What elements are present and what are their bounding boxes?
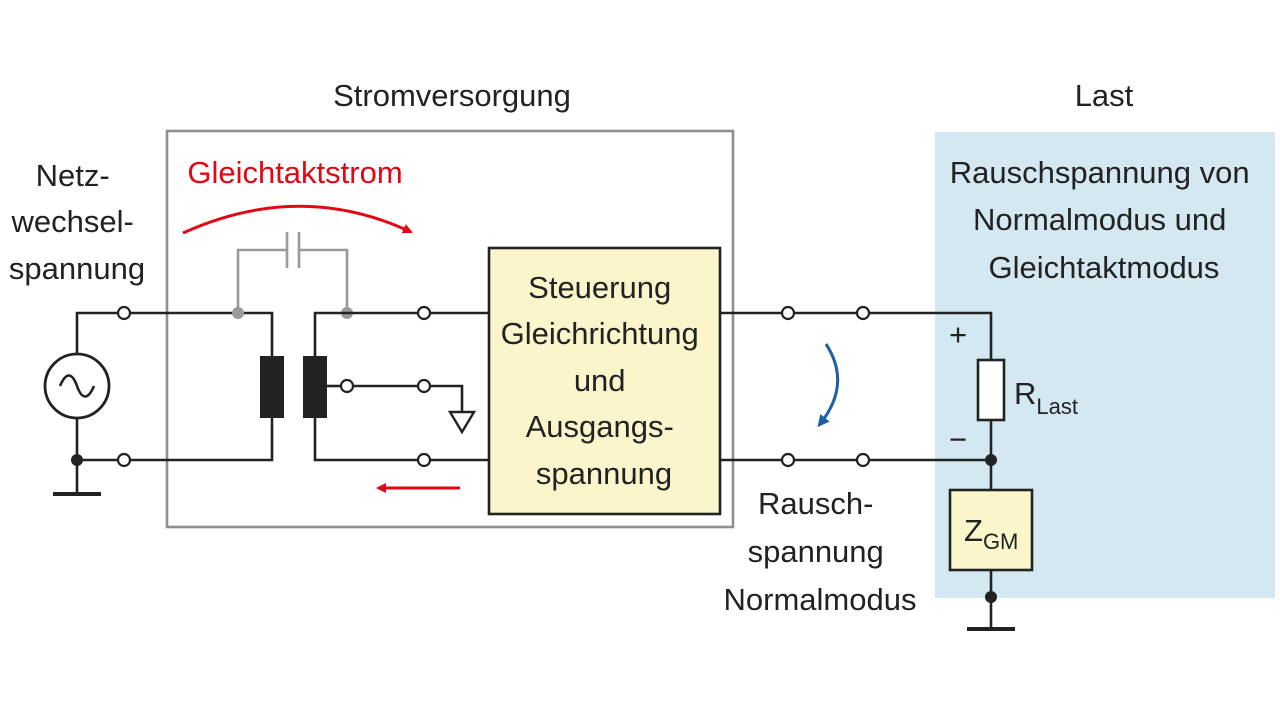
rausch-last-line-1: Rauschspannung von bbox=[950, 155, 1250, 190]
input-line-top bbox=[130, 311, 274, 360]
load-resistor bbox=[976, 358, 1006, 422]
last-label: Last bbox=[1075, 78, 1134, 113]
r-last-main: R bbox=[1014, 376, 1036, 411]
terminal-out-bottom-1 bbox=[780, 452, 796, 468]
minus-sign: − bbox=[949, 422, 967, 457]
rausch-normal-line-2: spannung bbox=[748, 534, 884, 569]
choke-coil-right bbox=[303, 356, 327, 418]
stromversorgung-label: Stromversorgung bbox=[333, 78, 571, 113]
zgm-label: ZGM bbox=[964, 513, 1018, 554]
rausch-normal-line-3: Normalmodus bbox=[724, 582, 917, 617]
terminal-out-top-1 bbox=[780, 305, 796, 321]
terminal-mid-center bbox=[416, 378, 432, 394]
choke-out-top bbox=[313, 311, 418, 356]
output-line-top bbox=[720, 311, 993, 360]
terminal-in-bottom bbox=[116, 452, 132, 468]
netz-line-1: Netz- bbox=[36, 158, 110, 193]
ground-node-dot bbox=[985, 591, 997, 603]
r-last-label: RLast bbox=[1014, 376, 1078, 419]
rausch-last-line-2: Normalmodus und bbox=[973, 202, 1226, 237]
netz-line-2: wechsel- bbox=[11, 204, 134, 239]
gleichtaktstrom-label: Gleichtaktstrom bbox=[187, 155, 402, 190]
source-wire-top bbox=[75, 311, 118, 354]
zgm-main: Z bbox=[964, 513, 983, 548]
chassis-ground-icon bbox=[447, 410, 477, 435]
choke-coil-left bbox=[260, 356, 284, 418]
control-line-2: Gleichrichtung bbox=[501, 316, 699, 351]
netz-label: Netz- wechsel- spannung bbox=[9, 158, 145, 286]
plus-sign: + bbox=[949, 317, 967, 352]
load-node-dot bbox=[985, 454, 997, 466]
rauschspannung-last-label: Rauschspannung von Normalmodus und Gleic… bbox=[950, 155, 1259, 285]
terminal-mid-top bbox=[416, 305, 432, 321]
normal-mode-arrow bbox=[817, 343, 840, 428]
terminal-out-top-2 bbox=[855, 305, 871, 321]
ac-source-icon bbox=[43, 352, 111, 420]
choke-center-terminal bbox=[339, 378, 355, 394]
chassis-ground-wire bbox=[430, 384, 464, 412]
control-line-4: Ausgangs- bbox=[526, 409, 674, 444]
terminal-in-top bbox=[116, 305, 132, 321]
netz-line-3: spannung bbox=[9, 251, 145, 286]
control-block bbox=[487, 246, 722, 516]
control-line-5: spannung bbox=[536, 456, 672, 491]
source-node-dot bbox=[71, 454, 83, 466]
terminal-out-bottom-2 bbox=[855, 452, 871, 468]
common-mode-current-arrow bbox=[182, 204, 413, 235]
power-supply-frame bbox=[165, 129, 735, 529]
zgm-sub: GM bbox=[983, 529, 1018, 554]
r-last-sub: Last bbox=[1036, 394, 1078, 419]
rausch-last-line-3: Gleichtaktmodus bbox=[989, 250, 1220, 285]
source-wire-bottom bbox=[75, 418, 118, 462]
terminal-mid-bottom bbox=[416, 452, 432, 468]
y-capacitor-wire bbox=[236, 248, 349, 313]
rauschspannung-normal-label: Rausch- spannung Normalmodus bbox=[724, 486, 917, 617]
control-block-label: Steuerung Gleichrichtung und Ausgangs- s… bbox=[501, 270, 708, 491]
choke-out-bottom bbox=[313, 418, 418, 462]
y-capacitor-icon bbox=[285, 232, 301, 268]
input-line-bottom bbox=[130, 417, 274, 462]
control-line-3: und bbox=[574, 363, 626, 398]
rausch-normal-line-1: Rausch- bbox=[758, 486, 873, 521]
cap-node-left bbox=[232, 307, 244, 319]
control-line-1: Steuerung bbox=[528, 270, 671, 305]
